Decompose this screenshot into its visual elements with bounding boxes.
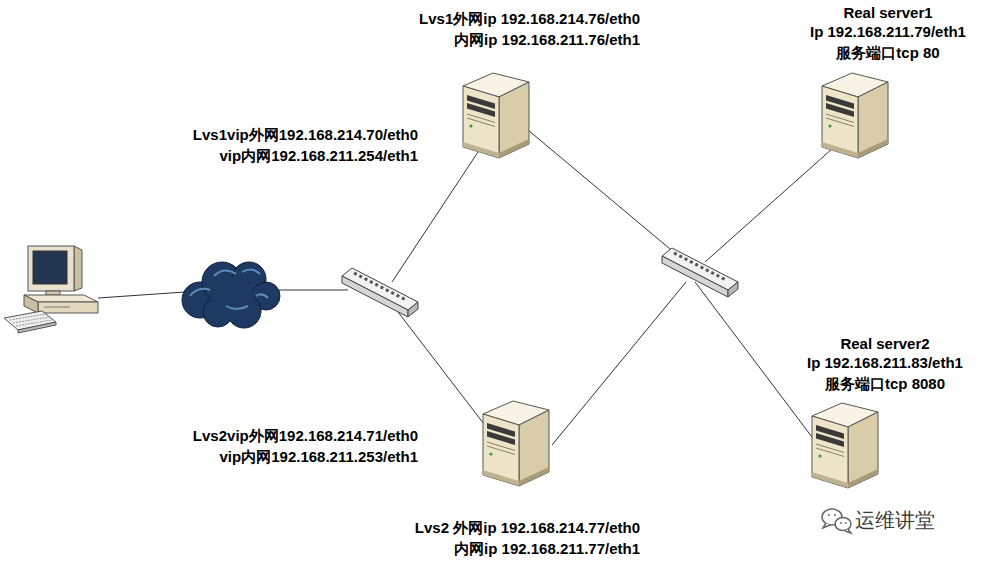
node-heading: Lvs2vip外网192.168.214.71/eth0 vip内网192.16… — [189, 425, 418, 467]
network-wire — [98, 292, 185, 298]
server-icon — [463, 73, 888, 488]
server-node: Lvs2vip外网192.168.214.71/eth0 vip内网192.16… — [189, 425, 640, 559]
client-computer — [74, 246, 82, 291]
node-label: Lvs2 外网ip 192.168.214.77/eth0 内网ip 192.1… — [411, 517, 640, 559]
network-wire — [98, 130, 833, 445]
wechat-icon — [845, 522, 847, 524]
internet-cloud — [214, 270, 236, 276]
wechat-icon — [823, 523, 830, 528]
client-computer — [24, 295, 38, 313]
network-wire — [705, 148, 833, 262]
client-computer — [4, 246, 98, 333]
server-node: Real server1Ip 192.168.211.79/eth1 服务端口t… — [809, 2, 968, 63]
internet-cloud — [210, 276, 254, 320]
server-icon — [812, 403, 878, 488]
wechat-icon — [828, 514, 830, 516]
node-label: Lvs1vip外网192.168.214.70/eth0 vip内网192.16… — [189, 124, 418, 166]
internet-cloud — [190, 289, 210, 296]
client-computer — [33, 251, 67, 284]
client-computer — [10, 314, 46, 320]
internet-cloud — [182, 262, 280, 328]
client-computer — [18, 322, 56, 333]
server-node: Lvs1外网ip 192.168.214.76/eth0 内网ip 192.16… — [189, 8, 640, 166]
watermark: 运维讲堂 — [855, 508, 935, 532]
client-computer — [46, 291, 60, 295]
internet-cloud — [242, 269, 260, 274]
node-heading: Real server2 — [840, 333, 929, 354]
network-wire — [392, 152, 478, 282]
node-heading: Lvs1外网ip 192.168.214.76/eth0 内网ip 192.16… — [416, 8, 640, 50]
server-icon — [483, 401, 549, 486]
wechat-icon — [834, 514, 836, 516]
internet-cloud — [182, 262, 280, 328]
node-label: Ip 192.168.211.83/eth1 服务端口tcp 8080 — [806, 352, 965, 394]
network-wire — [398, 312, 487, 428]
internet-cloud — [256, 294, 268, 298]
client-computer — [16, 320, 52, 326]
network-switch — [342, 248, 738, 317]
internet-cloud — [190, 269, 268, 309]
wechat-icon — [845, 529, 851, 533]
wechat-icon — [840, 522, 842, 524]
client-computer — [38, 302, 98, 313]
server-icon — [463, 73, 529, 158]
internet-cloud — [210, 276, 254, 320]
network-wire — [528, 130, 688, 264]
node-heading: Real server1 — [843, 2, 932, 23]
wechat-icon — [822, 509, 851, 533]
client-computer — [44, 307, 70, 308]
network-wire — [272, 290, 348, 291]
client-computer — [28, 246, 74, 291]
internet-cloud — [226, 306, 248, 309]
node-label: Ip 192.168.211.79/eth1 服务端口tcp 80 — [809, 21, 968, 63]
network-wire — [695, 282, 818, 445]
network-wire — [552, 282, 686, 445]
server-icon — [822, 73, 888, 158]
client-computer — [13, 317, 49, 323]
network-switch — [662, 248, 738, 297]
network-switch — [342, 268, 418, 317]
server-node: Real server2Ip 192.168.211.83/eth1 服务端口t… — [806, 333, 965, 394]
